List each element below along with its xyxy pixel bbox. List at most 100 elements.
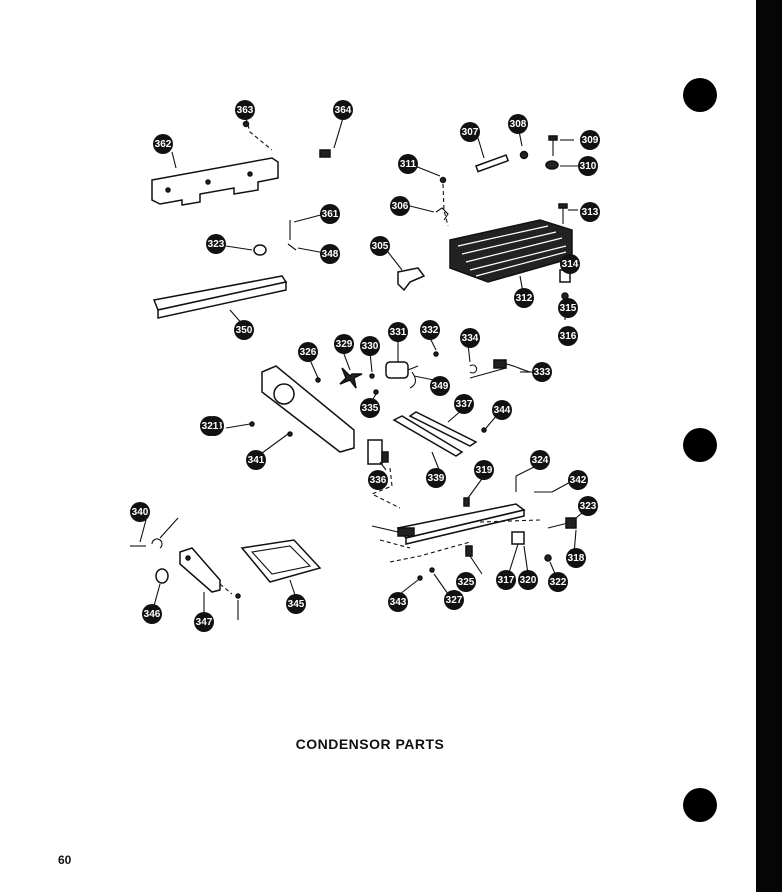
callout-309: 309: [580, 130, 600, 150]
callout-label: 362: [155, 139, 172, 150]
callout-label: 315: [560, 303, 577, 314]
harness-part-349: [469, 359, 531, 379]
callout-350: 350: [234, 320, 254, 340]
screw-part-326: [315, 377, 321, 383]
callout-314: 314: [560, 254, 580, 274]
screw-part-344: [287, 431, 293, 437]
page-number: 60: [58, 853, 72, 867]
callout-319: 319: [474, 460, 494, 480]
callout-label: 323: [580, 501, 597, 512]
callout-307: 307: [460, 122, 480, 142]
callout-label: 312: [516, 293, 533, 304]
bracket-part-362: [151, 157, 279, 206]
callout-label: 326: [300, 347, 317, 358]
callout-label: 342: [570, 475, 587, 486]
callout-361: 361: [320, 204, 340, 224]
clip-part-334: [469, 364, 478, 374]
callout-340: 340: [130, 502, 150, 522]
screw-part-348: [287, 243, 297, 251]
screw-part-337: [481, 427, 487, 433]
callout-316: 316: [558, 326, 578, 346]
callout-label: 310: [580, 161, 597, 172]
callout-312: 312: [514, 288, 534, 308]
pin-part-363: [242, 120, 250, 128]
screw-part-313: [558, 203, 568, 224]
callout-label: 318: [568, 553, 585, 564]
callout-label: 314: [562, 259, 579, 270]
callout-label: 332: [422, 325, 439, 336]
callout-label: 339: [428, 473, 445, 484]
callout-label: 335: [362, 403, 379, 414]
condenser-coil-312: [449, 219, 573, 283]
relay-part-317: [511, 531, 525, 545]
rail-part-339: [392, 415, 464, 457]
base-rail-part-320: [396, 503, 526, 545]
callout-label: 323: [208, 239, 225, 250]
callout-label: 340: [132, 507, 149, 518]
callout-343: 343: [388, 592, 408, 612]
callout-363: 363: [235, 100, 255, 120]
callout-label: 321: [202, 421, 219, 432]
callout-label: 313: [582, 207, 599, 218]
callout-label: 361: [322, 209, 339, 220]
washer-part-322: [544, 554, 552, 562]
callout-346: 346: [142, 604, 162, 624]
screw-part-325: [465, 545, 473, 557]
screw-part-335: [373, 389, 379, 395]
callout-344: 344: [492, 400, 512, 420]
grommet-part-346: [155, 568, 169, 584]
callout-310: 310: [578, 156, 598, 176]
screw-part-332: [433, 351, 439, 357]
callout-305: 305: [370, 236, 390, 256]
rail-part-328: [408, 411, 478, 447]
callout-322: 322: [548, 572, 568, 592]
callout-326: 326: [298, 342, 318, 362]
callout-364: 364: [333, 100, 353, 120]
clip-part-306: [435, 207, 449, 221]
callout-label: 333: [534, 367, 551, 378]
callout-label: 336: [370, 475, 387, 486]
callout-label: 334: [462, 333, 479, 344]
binder-hole-middle: [683, 428, 717, 462]
callout-348: 348: [320, 244, 340, 264]
cap-part-323b: [565, 517, 577, 529]
callout-label: 308: [510, 119, 527, 130]
callout-label: 305: [372, 241, 389, 252]
callout-label: 327: [446, 595, 463, 606]
callout-311: 311: [398, 154, 418, 174]
callout-339: 339: [426, 468, 446, 488]
callout-label: 325: [458, 577, 475, 588]
binder-hole-top: [683, 78, 717, 112]
callout-308: 308: [508, 114, 528, 134]
callout-347: 347: [194, 612, 214, 632]
callout-334: 334: [460, 328, 480, 348]
callout-label: 347: [196, 617, 213, 628]
callout-315: 315: [558, 298, 578, 318]
callout-341: 341: [246, 450, 266, 470]
screw-part-342b: [235, 593, 241, 599]
diagram-caption: CONDENSOR PARTS: [295, 736, 445, 752]
callout-323: 323: [206, 234, 226, 254]
callout-label: 316: [560, 331, 577, 342]
drain-pan-part-345: [240, 539, 322, 583]
callout-label: 307: [462, 127, 479, 138]
callout-label: 346: [144, 609, 161, 620]
binder-hole-bottom: [683, 788, 717, 822]
rail-part-350: [152, 275, 288, 319]
bracket-part-347: [179, 547, 221, 593]
callout-324: 324: [530, 450, 550, 470]
bracket-part-341: [367, 439, 389, 465]
callout-label: 306: [392, 201, 409, 212]
callout-label: 349: [432, 381, 449, 392]
callout-label: 329: [336, 339, 353, 350]
callout-333: 333: [532, 362, 552, 382]
callout-label: 330: [362, 341, 379, 352]
callout-321: 321: [200, 416, 220, 436]
page-edge-shadow: [756, 0, 782, 892]
callout-325: 325: [456, 572, 476, 592]
callout-label: 309: [582, 135, 599, 146]
callout-313: 313: [580, 202, 600, 222]
callout-330: 330: [360, 336, 380, 356]
nut-part-311: [545, 160, 559, 170]
